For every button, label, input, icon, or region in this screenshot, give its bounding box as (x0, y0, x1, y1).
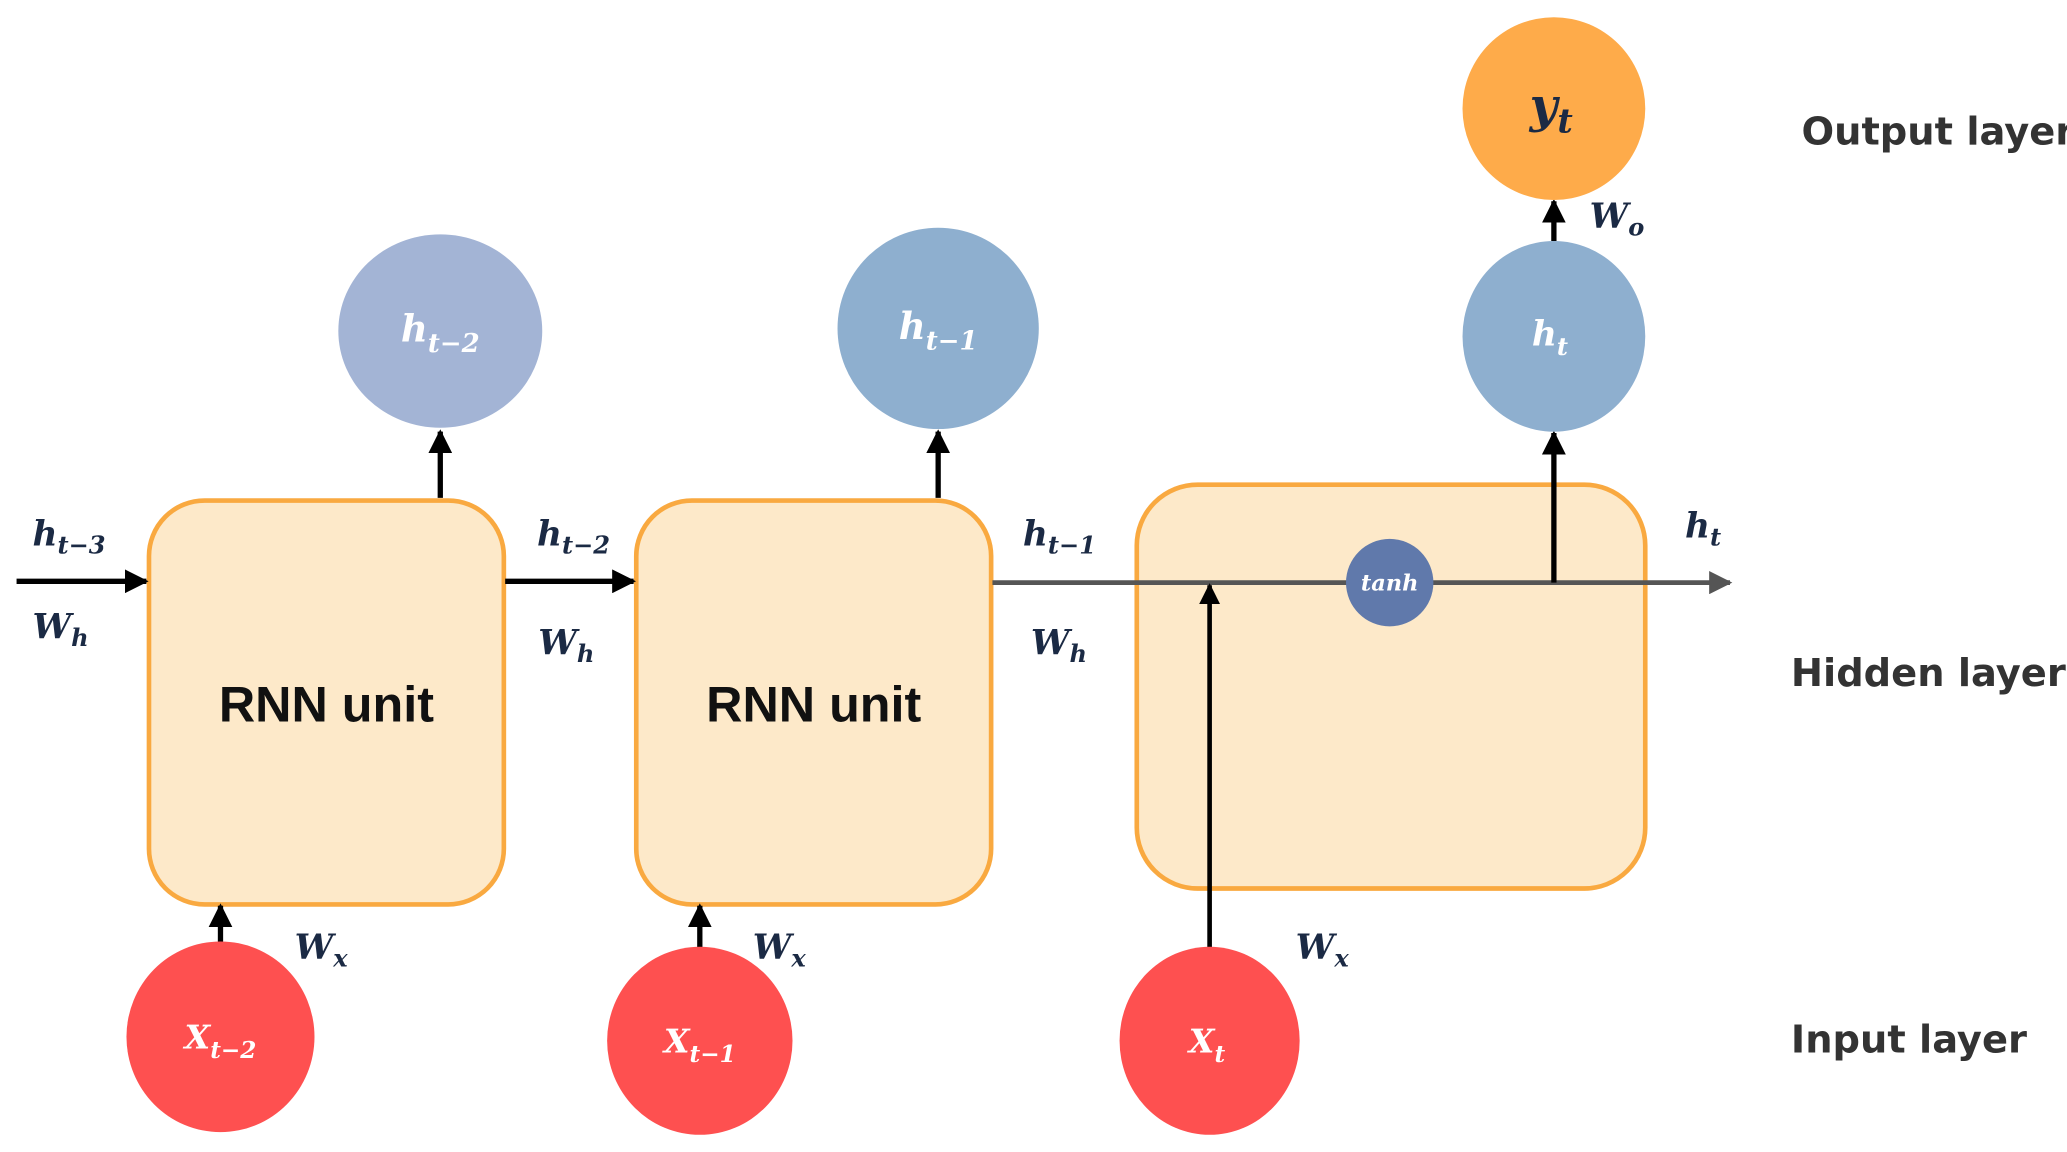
rnn-unit-2: RNN unit (633, 498, 994, 907)
state-label-h-t: ht (1685, 507, 1721, 552)
weight-label-wx-1: Wx (295, 928, 349, 973)
svg-text:ht−2: ht−2 (401, 307, 480, 360)
weight-label-wh-1: Wh (32, 607, 88, 652)
svg-text:Xt−1: Xt−1 (662, 1022, 736, 1068)
weight-label-wh-2: Wh (538, 623, 594, 668)
hidden-node-t: ht (1462, 240, 1646, 432)
layer-label-input: Input layer (1791, 1018, 2027, 1063)
svg-text:ht: ht (1532, 315, 1568, 361)
rnn-unit-3-expanded (1134, 482, 1648, 891)
weight-label-wh-3: Wh (1031, 623, 1087, 668)
rnn-unit-label: RNN unit (706, 676, 921, 733)
tanh-label: tanh (1361, 571, 1419, 597)
tanh-node: tanh (1345, 538, 1434, 627)
rnn-unit-box (146, 498, 507, 907)
rnn-unit-box (1134, 482, 1648, 891)
layer-label-output: Output layer (1802, 109, 2067, 154)
svg-text:ht−1: ht−1 (899, 304, 978, 357)
rnn-unit-box (633, 498, 994, 907)
state-label-h-t-3: ht−3 (32, 515, 105, 560)
svg-text:Xt: Xt (1187, 1022, 1226, 1068)
input-node-t-1: Xt−1 (607, 946, 793, 1135)
svg-text:Xt−2: Xt−2 (183, 1018, 257, 1064)
state-label-h-t-1: ht−1 (1023, 515, 1096, 560)
layer-label-hidden: Hidden layer (1791, 651, 2066, 696)
input-node-t: Xt (1119, 946, 1300, 1135)
state-label-h-t-2: ht−2 (537, 515, 610, 560)
weight-label-wo: Wo (1590, 197, 1645, 242)
weight-label-wx-3: Wx (1296, 928, 1350, 973)
rnn-unit-1: RNN unit (146, 498, 507, 907)
rnn-unit-label: RNN unit (219, 676, 434, 733)
output-node: yt (1462, 17, 1646, 200)
hidden-node-t-2: ht−2 (338, 234, 543, 428)
hidden-node-t-1: ht−1 (837, 227, 1039, 430)
weight-label-wx-2: Wx (753, 928, 807, 973)
input-node-t-2: Xt−2 (126, 941, 315, 1133)
svg-text:yt: yt (1529, 78, 1574, 141)
